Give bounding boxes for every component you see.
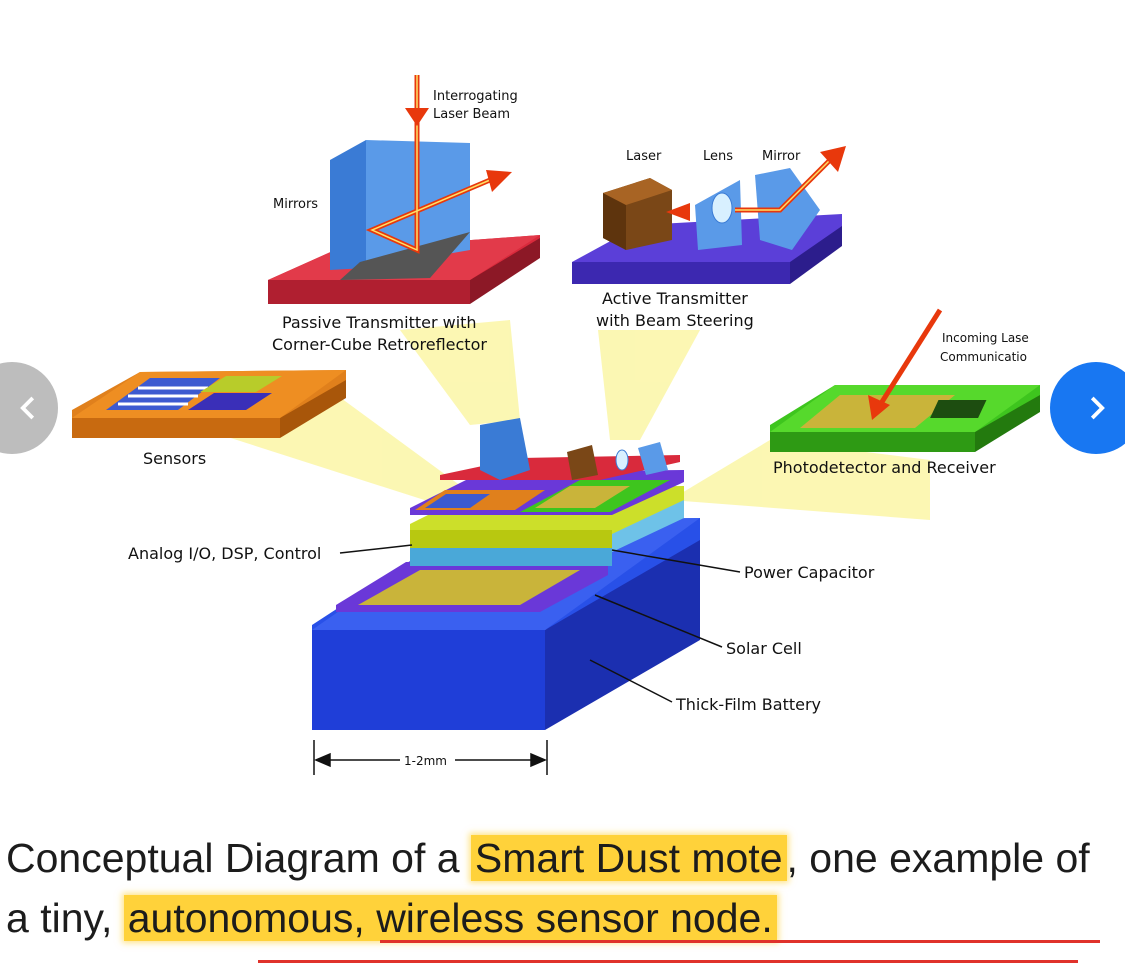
battery-label: Thick-Film Battery [675, 695, 821, 714]
mote-stack [312, 418, 700, 730]
incoming-label-1: Incoming Lase [942, 331, 1029, 345]
photodetector-board [770, 308, 1040, 452]
mirrors-label: Mirrors [273, 197, 318, 212]
solar-label: Solar Cell [726, 639, 802, 658]
capacitor-label: Power Capacitor [744, 563, 875, 582]
passive-label-1: Passive Transmitter with [282, 313, 477, 332]
lens-label: Lens [703, 149, 733, 164]
caption: Conceptual Diagram of a Smart Dust mote,… [6, 828, 1121, 948]
laser-beam-label-2: Laser Beam [433, 107, 510, 122]
photodetector-label: Photodetector and Receiver [773, 458, 996, 477]
chevron-right-icon [1090, 396, 1105, 420]
passive-transmitter [268, 75, 540, 304]
red-underline-2 [258, 960, 1078, 963]
sensors-label: Sensors [143, 449, 206, 468]
scale-label: 1-2mm [404, 754, 447, 768]
scale-bar [313, 740, 548, 775]
laser-beam-label-1: Interrogating [433, 89, 518, 104]
mirror-label: Mirror [762, 149, 801, 164]
active-label-2: with Beam Steering [596, 311, 754, 330]
caption-highlight-2: autonomous, wireless sensor node. [123, 895, 777, 941]
chevron-left-icon [20, 396, 35, 420]
leader-lines [339, 544, 741, 703]
caption-text-1: Conceptual Diagram of a [6, 835, 471, 881]
active-transmitter [572, 146, 846, 284]
caption-text-2: , one example of a tiny, [6, 835, 1090, 941]
laser-label: Laser [626, 149, 662, 164]
analog-label: Analog I/O, DSP, Control [128, 544, 321, 563]
active-label-1: Active Transmitter [602, 289, 748, 308]
sensors-board [72, 370, 346, 438]
caption-highlight-1: Smart Dust mote [470, 835, 787, 881]
red-underline-1 [380, 940, 1100, 943]
incoming-label-2: Communicatio [940, 350, 1027, 364]
passive-label-2: Corner-Cube Retroreflector [272, 335, 487, 354]
next-button[interactable] [1050, 362, 1125, 454]
